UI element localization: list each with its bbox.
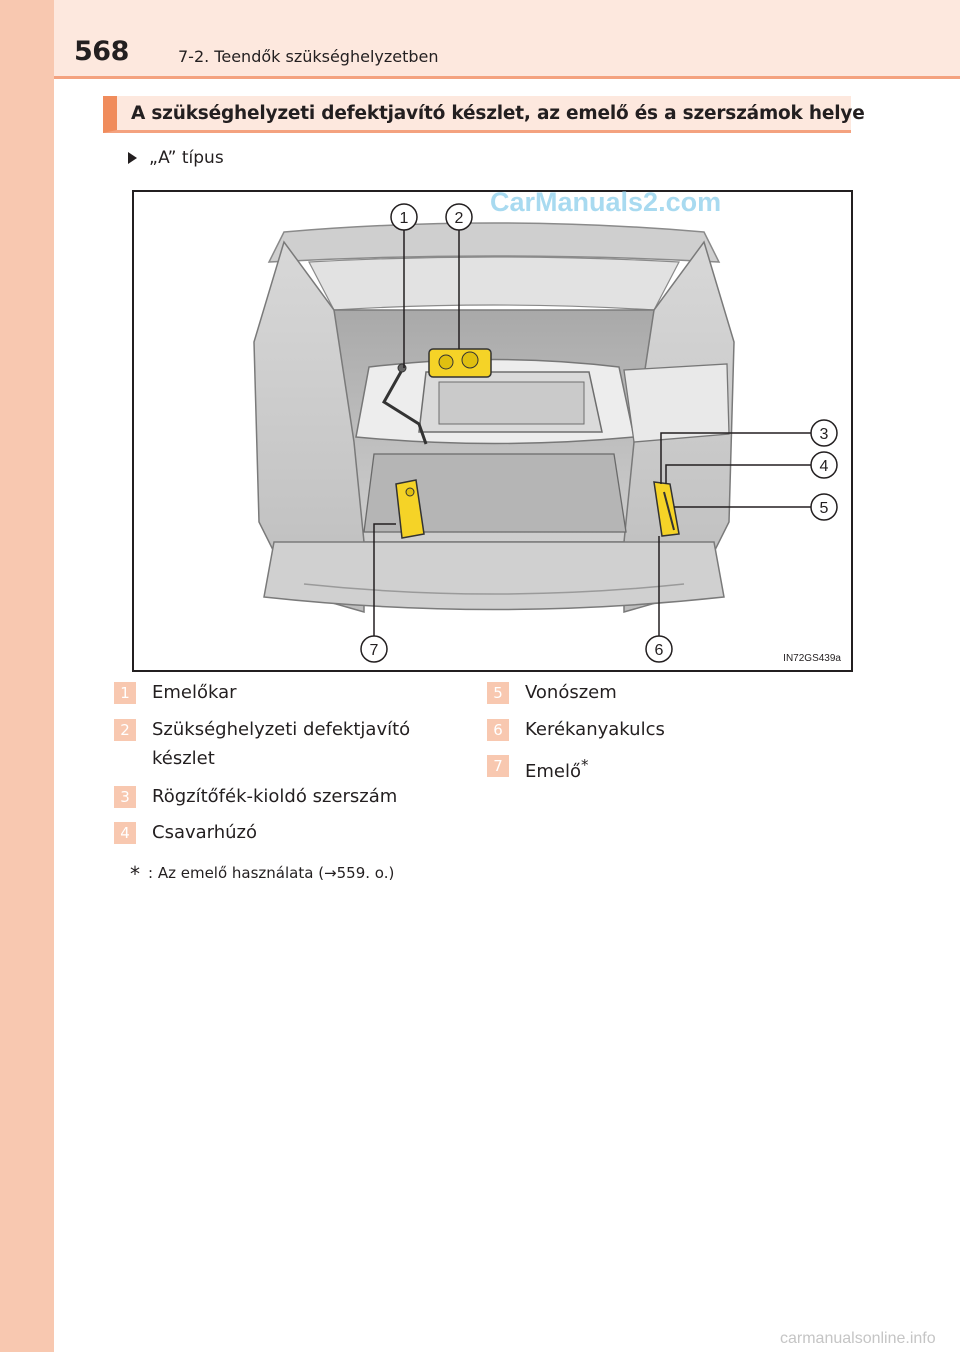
legend-badge-4: 4 [114,822,136,844]
type-line: „A” típus [128,148,224,168]
callout-4 [665,451,838,484]
lower-compartment [363,453,627,533]
callout-6 [645,536,673,663]
legend-badge-5: 5 [487,682,509,704]
callout-1 [390,203,418,368]
legend-badge-2: 2 [114,719,136,741]
legend-badge-3: 3 [114,786,136,808]
callout-7 [360,523,396,663]
triangle-bullet-icon [128,152,137,164]
callout-num-6: 6 [655,642,664,659]
side-color-strip [0,0,54,1352]
footnote-text: : Az emelő használata (→559. o.) [148,864,395,882]
legend-label-6: Kerékanyakulcs [525,719,665,740]
fold-panel [623,363,730,443]
callout-3 [660,419,838,484]
section-heading-bar: A szükséghelyzeti defektjavító készlet, … [103,96,865,133]
callout-num-1: 1 [400,210,409,227]
legend-label-7-text: Emelő [525,761,581,782]
legend-label-2b: készlet [152,748,215,769]
trunk-illustration: 1 2 3 4 5 6 7 IN72GS439a [132,190,853,672]
footnote: * : Az emelő használata (→559. o.) [130,862,394,886]
header-divider [54,76,960,79]
legend-label-5: Vonószem [525,682,617,703]
legend-badge-7: 7 [487,755,509,777]
callout-num-3: 3 [820,426,829,443]
callout-2 [445,203,473,349]
callout-num-4: 4 [820,458,829,475]
legend-label-4: Csavarhúzó [152,822,258,843]
legend-label-2: Szükséghelyzeti defektjavító [152,719,411,740]
page-number: 568 [74,36,129,67]
watermark-logo: CarManuals2.com [490,187,722,217]
legend-badge-1: 1 [114,682,136,704]
callout-5 [674,493,838,521]
section-title: A szükséghelyzeti defektjavító készlet, … [131,103,865,124]
hatch-lid [267,222,721,263]
legend-label-7-star: * [581,756,589,774]
type-label: „A” típus [149,148,224,168]
repair-kit [428,348,492,378]
hatch-inner [308,256,680,311]
bottom-watermark: carmanualsonline.info [780,1330,936,1347]
jack-handle [381,369,428,445]
trunk-drawing: 1 2 3 4 5 6 7 [253,203,838,663]
legend-badge-6: 6 [487,719,509,741]
legend-label-3: Rögzítőfék-kioldó szerszám [152,786,398,807]
callout-num-7: 7 [370,642,379,659]
legend-label-7: Emelő* [525,751,589,786]
jack [395,479,425,539]
callout-num-2: 2 [455,210,464,227]
figure-code: IN72GS439a [783,653,841,664]
rear-bumper [263,541,725,611]
footnote-star: * [130,862,140,886]
page-header [54,0,960,76]
legend-label-1: Emelőkar [152,682,237,703]
chapter-title: 7-2. Teendők szükséghelyzetben [178,47,439,66]
callout-num-5: 5 [820,500,829,517]
